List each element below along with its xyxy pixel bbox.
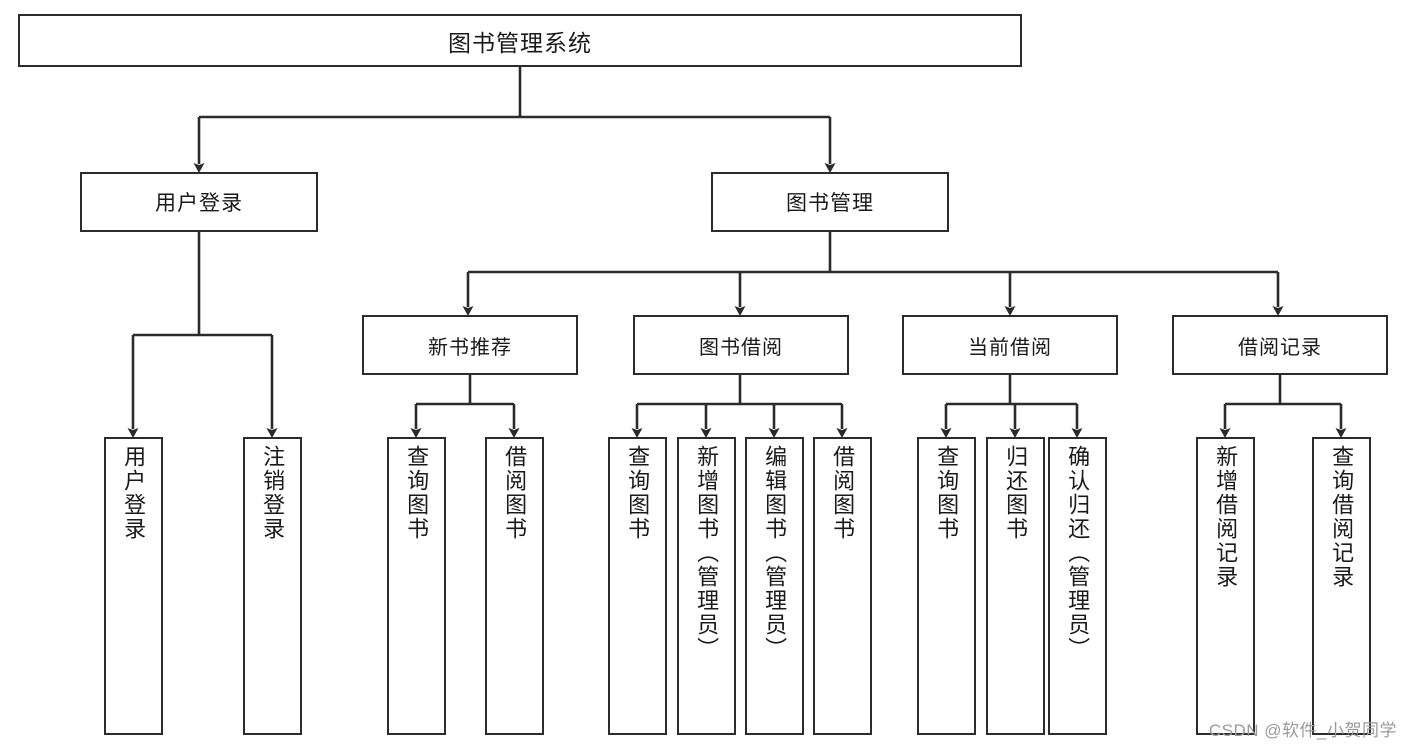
leaf-recommend-borrow-book[interactable]: 借阅图书 (485, 437, 544, 735)
node-book-borrow[interactable]: 图书借阅 (633, 315, 849, 375)
leaf-current-return-book[interactable]: 归还图书 (986, 437, 1045, 735)
node-label: 新增图书（管理员） (694, 445, 720, 661)
node-label: 注销登录 (260, 445, 286, 541)
leaf-record-add-record[interactable]: 新增借阅记录 (1196, 437, 1255, 735)
node-label: 新增借阅记录 (1213, 445, 1239, 589)
leaf-record-query-record[interactable]: 查询借阅记录 (1312, 437, 1371, 735)
node-label: 用户登录 (121, 445, 147, 541)
node-book-management[interactable]: 图书管理 (711, 172, 949, 232)
node-label: 新书推荐 (428, 336, 512, 359)
node-label: 图书管理 (786, 192, 874, 215)
node-label: 图书管理系统 (448, 29, 592, 56)
leaf-borrow-add-book-admin[interactable]: 新增图书（管理员） (677, 437, 736, 735)
node-label: 归还图书 (1003, 445, 1029, 541)
leaf-current-query-book[interactable]: 查询图书 (917, 437, 976, 735)
node-new-book-recommend[interactable]: 新书推荐 (362, 315, 578, 375)
node-label: 编辑图书（管理员） (762, 445, 788, 661)
leaf-borrow-edit-book-admin[interactable]: 编辑图书（管理员） (745, 437, 804, 735)
watermark-text: CSDN @软件_小贺同学 (1208, 721, 1397, 740)
node-label: 查询图书 (934, 445, 960, 541)
node-label: 查询借阅记录 (1329, 445, 1355, 589)
node-label: 查询图书 (404, 445, 430, 541)
node-root-system[interactable]: 图书管理系统 (18, 14, 1022, 67)
node-label: 当前借阅 (968, 336, 1052, 359)
leaf-user-logout[interactable]: 注销登录 (243, 437, 302, 735)
node-label: 用户登录 (155, 192, 243, 215)
node-label: 图书借阅 (699, 336, 783, 359)
leaf-borrow-borrow-book[interactable]: 借阅图书 (813, 437, 872, 735)
node-label: 借阅记录 (1238, 336, 1322, 359)
leaf-borrow-query-book[interactable]: 查询图书 (608, 437, 667, 735)
leaf-user-login[interactable]: 用户登录 (104, 437, 163, 735)
node-label: 借阅图书 (830, 445, 856, 541)
leaf-current-confirm-return-admin[interactable]: 确认归还（管理员） (1048, 437, 1107, 735)
node-label: 查询图书 (625, 445, 651, 541)
node-label: 借阅图书 (502, 445, 528, 541)
leaf-recommend-query-book[interactable]: 查询图书 (387, 437, 446, 735)
node-current-borrow[interactable]: 当前借阅 (902, 315, 1118, 375)
node-borrow-record[interactable]: 借阅记录 (1172, 315, 1388, 375)
node-label: 确认归还（管理员） (1065, 445, 1091, 661)
node-user-login[interactable]: 用户登录 (80, 172, 318, 232)
